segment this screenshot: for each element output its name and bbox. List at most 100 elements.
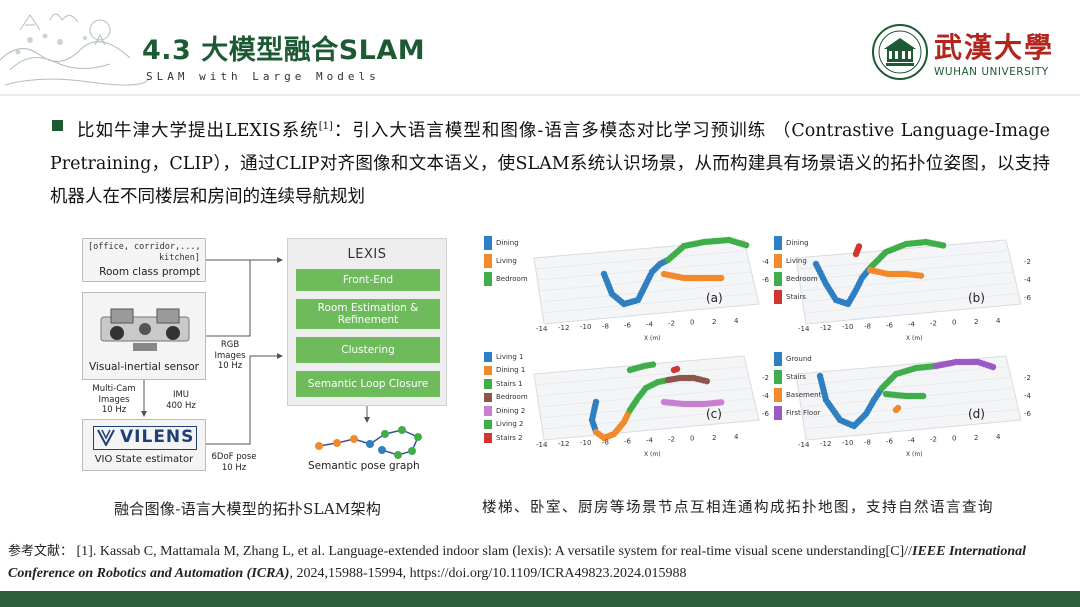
x-tick-label: 0 (690, 435, 694, 443)
legend-label: Stairs (786, 373, 806, 381)
x-tick-label: 4 (734, 433, 739, 441)
y-tick-label: -2 (1024, 374, 1031, 382)
legend-label: Living 1 (496, 353, 524, 361)
trajectory-point (743, 242, 749, 248)
legend-label: Ground (786, 355, 812, 363)
page-title: 4.3 大模型融合SLAM (142, 28, 425, 67)
trajectory-point (895, 405, 901, 411)
trajectory-point (990, 364, 996, 370)
legend-swatch (484, 420, 492, 430)
legend-swatch (774, 370, 782, 384)
rgb-images-label: RGB Images 10 Hz (210, 340, 250, 372)
y-tick-label: -6 (1024, 294, 1032, 302)
legend-entry: Stairs (774, 368, 821, 386)
room-class-prompt-box: [office, corridor,..., kitchen] Room cla… (82, 238, 206, 282)
legend-label: Bedroom (496, 275, 528, 283)
x-tick-label: 2 (712, 434, 716, 442)
x-tick-label: 4 (996, 433, 1001, 441)
legend-entry: Bedroom (774, 270, 818, 288)
legend-label: Dining (496, 239, 519, 247)
x-axis-label: X (m) (906, 451, 923, 458)
legend-entry: Stairs (774, 288, 818, 306)
imu-label: IMU 400 Hz (156, 390, 206, 411)
x-tick-label: -2 (930, 320, 937, 328)
legend-entry: Living 1 (484, 350, 528, 364)
legend-entry: Living (484, 252, 528, 270)
sensor-label: Visual-inertial sensor (83, 361, 205, 373)
legend-swatch (774, 254, 782, 268)
trajectory-point (918, 272, 924, 278)
vilens-logo: VILENS (93, 426, 197, 450)
legend-entry: Bedroom (484, 270, 528, 288)
x-tick-label: -14 (798, 325, 810, 333)
page-subtitle: SLAM with Large Models (146, 70, 380, 83)
x-tick-label: -10 (842, 439, 853, 447)
x-tick-label: 0 (952, 435, 956, 443)
legend-swatch (484, 236, 492, 250)
footer-bar (0, 591, 1080, 607)
x-tick-label: -14 (798, 441, 810, 449)
multicam-images-label: Multi-Cam Images 10 Hz (84, 384, 144, 416)
trajectory-point (718, 399, 724, 405)
legend-swatch (774, 388, 782, 402)
x-tick-label: -8 (864, 438, 871, 446)
legend-entry: Basement (774, 386, 821, 404)
pose-label: 6DoF pose 10 Hz (206, 452, 262, 473)
legend-label: Living 2 (496, 420, 524, 428)
legend-entry: Dining 1 (484, 364, 528, 378)
trajectory-point (856, 243, 862, 249)
legend-swatch (774, 272, 782, 286)
body-paragraph: 比如牛津大学提出LEXIS系统[1]：引入大语言模型和图像-语言多模态对比学习预… (50, 110, 1050, 214)
pose-graph-label: Semantic pose graph (308, 460, 420, 472)
x-tick-label: 2 (974, 318, 978, 326)
x-tick-label: 0 (690, 319, 694, 327)
trajectory-point (920, 393, 926, 399)
stage-room-estimation: Room Estimation & Refinement (296, 299, 440, 329)
sensor-device-icon (97, 299, 193, 355)
legend-entry: Dining (484, 234, 528, 252)
reference-tail: , 2024,15988-15994, https://doi.org/10.1… (289, 566, 686, 581)
reference-lead: 参考文献： (8, 544, 73, 559)
ink-landscape-decoration (0, 0, 150, 98)
panel-tag: (d) (968, 407, 985, 421)
x-tick-label: 4 (734, 317, 739, 325)
reference-text: [1]. Kassab C, Mattamala M, Zhang L, et … (77, 544, 912, 559)
trajectory-panel-b: -14-12-10-8-6-4-2024X (m)-2-4-6(b)Dining… (774, 234, 1064, 354)
y-tick-label: -2 (762, 374, 769, 382)
x-tick-label: -4 (908, 321, 916, 329)
legend-label: Bedroom (496, 393, 528, 401)
panel-tag: (b) (968, 291, 985, 305)
legend-label: Basement (786, 391, 821, 399)
prompt-code: [office, corridor,..., kitchen] (88, 242, 201, 263)
prompt-label: Room class prompt (88, 267, 200, 278)
legend-entry: Stairs 1 (484, 377, 528, 391)
x-axis-label: X (m) (644, 335, 661, 342)
x-tick-label: -4 (908, 437, 916, 445)
x-tick-label: -10 (580, 439, 591, 447)
y-tick-label: -4 (1024, 392, 1032, 400)
x-tick-label: -14 (536, 441, 548, 449)
x-tick-label: -12 (558, 324, 569, 332)
x-tick-label: -2 (668, 436, 675, 444)
legend-swatch (484, 406, 492, 416)
x-axis-label: X (m) (644, 451, 661, 458)
panel-tag: (c) (706, 407, 722, 421)
legend-entry: Bedroom (484, 391, 528, 405)
legend-swatch (484, 352, 492, 362)
legend-swatch (484, 254, 492, 268)
y-tick-label: -4 (762, 392, 770, 400)
legend-label: Dining 1 (496, 366, 525, 374)
legend-swatch (774, 236, 782, 250)
university-name-en: WUHAN UNIVERSITY (934, 66, 1049, 78)
x-tick-label: 4 (996, 317, 1001, 325)
legend-label: Living (496, 257, 517, 265)
vilens-v-icon (97, 429, 115, 446)
trajectory-panel-a: -14-12-10-8-6-4-2024X (m)-4-6(a)DiningLi… (484, 234, 774, 354)
legend-label: Living (786, 257, 807, 265)
body-text-part-a: 比如牛津大学提出LEXIS系统 (77, 121, 319, 141)
